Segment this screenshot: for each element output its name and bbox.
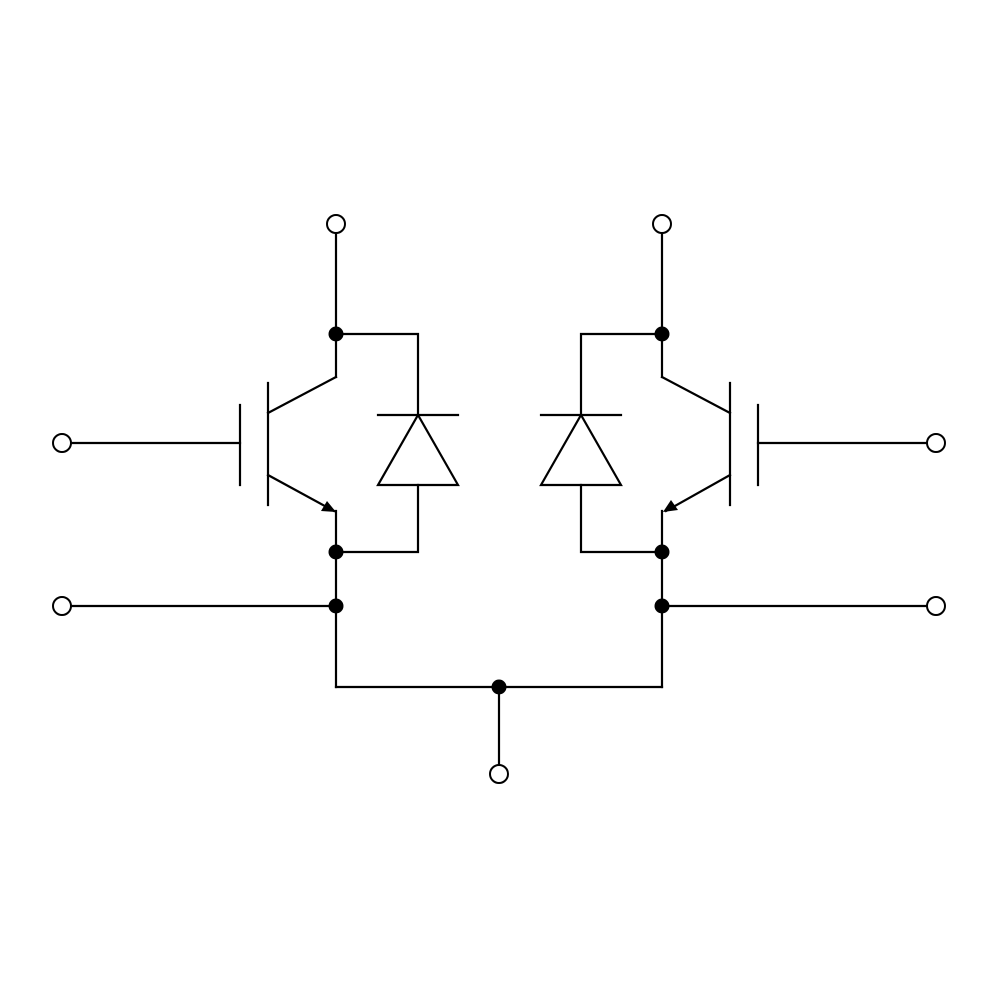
emitter-left-diagonal bbox=[266, 473, 336, 513]
diode-left-bottom-wire bbox=[334, 483, 420, 554]
gate-right-terminal[interactable] bbox=[926, 433, 946, 453]
gate-left-terminal[interactable] bbox=[52, 433, 72, 453]
emitter-right-arrow-icon bbox=[663, 500, 678, 512]
collector-left-diagonal bbox=[266, 375, 338, 415]
diode-right-bottom-wire bbox=[579, 483, 664, 554]
diode-right-triangle bbox=[539, 412, 623, 487]
emitter-left-arrow-icon bbox=[321, 501, 336, 512]
emitter-sense-right-terminal[interactable] bbox=[926, 596, 946, 616]
junctions bbox=[328, 326, 670, 695]
junction-emitter-right bbox=[654, 544, 670, 560]
emitter-right-diagonal bbox=[664, 473, 732, 513]
common-emitter-terminal[interactable] bbox=[489, 764, 509, 784]
terminals bbox=[52, 214, 946, 784]
junction-common bbox=[491, 679, 507, 695]
emitter-sense-left-terminal[interactable] bbox=[52, 596, 72, 616]
junction-collector-left bbox=[328, 326, 344, 342]
diode-left-top-wire bbox=[334, 332, 420, 417]
collector-left-terminal[interactable] bbox=[326, 214, 346, 234]
collector-right-terminal[interactable] bbox=[652, 214, 672, 234]
collector-right-diagonal bbox=[660, 375, 732, 415]
junction-sense-left bbox=[328, 598, 344, 614]
junction-emitter-left bbox=[328, 544, 344, 560]
igbt-left-group bbox=[69, 231, 460, 689]
diode-right-top-wire bbox=[579, 332, 664, 417]
common-bus-group bbox=[334, 685, 664, 767]
junction-sense-right bbox=[654, 598, 670, 614]
igbt-right-group bbox=[539, 231, 929, 689]
junction-collector-right bbox=[654, 326, 670, 342]
diode-left-triangle bbox=[376, 412, 460, 487]
